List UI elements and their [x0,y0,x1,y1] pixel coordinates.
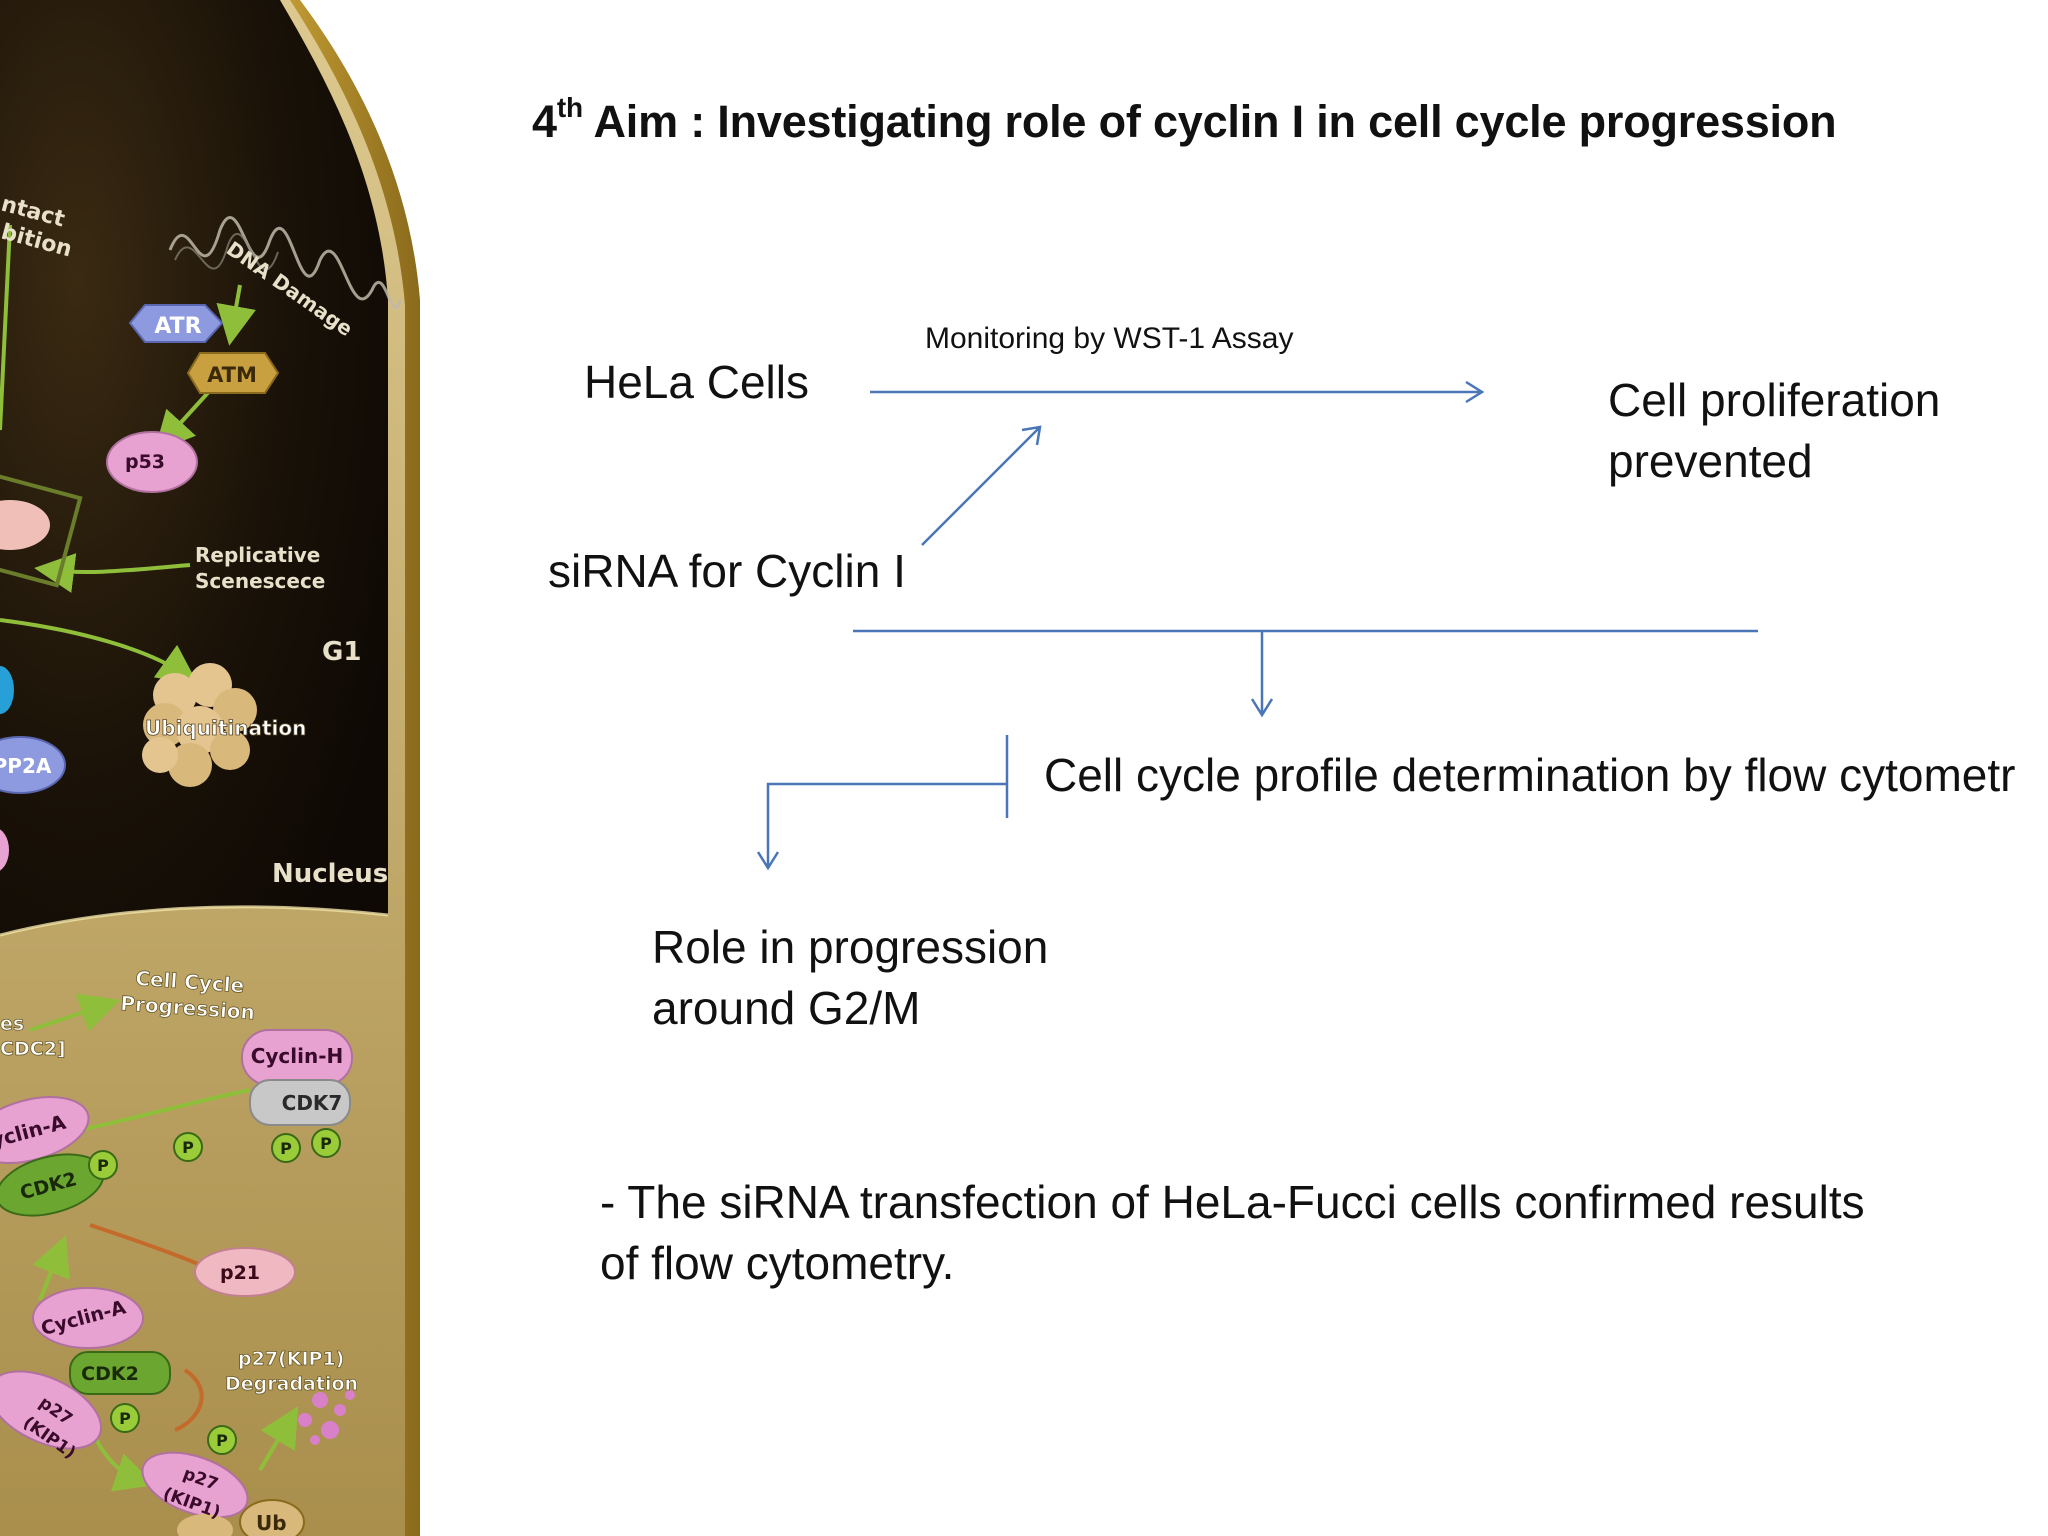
p27-bottom-protein [141,1451,249,1519]
complex-box [0,472,83,588]
replicative-label-2: Scenescece [195,569,325,593]
cdc2-label-1: es [0,1013,24,1035]
hela-cells-label: HeLa Cells [584,356,809,408]
role-label-line1: Role in progression [652,921,1049,973]
cdk7-label: CDK7 [282,1091,343,1115]
arrow-hela-to-result [870,380,1485,404]
replicative-label-1: Replicative [195,543,320,567]
monitoring-label: Monitoring by WST-1 Assay [925,322,1294,355]
cyclin-h-label: Cyclin-H [251,1044,344,1068]
p27-degradation-label-1: p27(KIP1) [238,1348,344,1370]
p21-protein [194,1247,296,1297]
svg-text:P: P [119,1409,131,1428]
svg-text:P: P [320,1134,332,1153]
title-text: Aim : Investigating role of cyclin I in … [582,96,1837,147]
result-label-line2: prevented [1608,435,1813,487]
arrow-profile-to-role [756,782,1007,871]
cdk2-bottom-label: CDK2 [81,1363,139,1385]
title-ordinal-suffix: th [556,92,583,123]
atr-protein [128,304,224,343]
atm-label: ATM [207,363,257,387]
p53-label: p53 [125,451,165,473]
pp2a-protein [0,736,66,794]
sirna-label: siRNA for Cyclin I [548,545,906,597]
p21-label: p21 [220,1262,260,1284]
svg-text:P: P [280,1139,292,1158]
ubiquitination-cluster [142,663,257,787]
note-line1: - The siRNA transfection of HeLa-Fucci c… [600,1176,1865,1228]
nucleus-label: Nucleus [272,859,388,889]
svg-text:P: P [216,1431,228,1450]
cdc2-label-2: CDC2] [0,1038,66,1060]
ub-label: Ub [256,1511,287,1535]
arrow-sirna-to-monitoring [921,425,1042,546]
pp2a-label: PP2A [0,754,52,778]
arrow-down-to-profile [1250,631,1274,718]
p53-protein [106,431,198,493]
slide-title: 4th Aim : Investigating role of cyclin I… [532,92,1837,148]
atm-protein [186,352,280,394]
dna-strand-graphic [168,215,402,310]
p27-degradation-label-2: Degradation [225,1373,358,1395]
ub-protein [239,1499,305,1536]
phosphate-group: P P P P P P [88,1128,341,1455]
ubiquitination-label: Ubiquitination [145,716,306,740]
svg-text:P: P [182,1138,194,1157]
note-line2: of flow cytometry. [600,1237,955,1289]
svg-text:P: P [97,1156,109,1175]
cdk7-protein [249,1079,351,1126]
cyclin-a-bottom-protein [32,1287,144,1349]
cell-cycle-pathway-illustration: ATR ATM p53 PP2A Cyclin-H CDK7 yclin-A C… [0,0,420,1536]
title-ordinal: 4 [532,96,557,147]
pathway-text-labels: ntact bition DNA Damage Replicative Scen… [0,192,388,1535]
p27-left-protein [0,1370,103,1450]
atr-label: ATR [154,314,201,339]
result-label-line1: Cell proliferation [1608,374,1941,426]
degradation-fragments [298,1390,355,1445]
g1-label: G1 [322,637,361,667]
cell-cycle-profile-label: Cell cycle profile determination by flow… [1044,749,2016,801]
cdk2-bottom-protein [69,1351,171,1395]
role-label-line2: around G2/M [652,982,921,1034]
